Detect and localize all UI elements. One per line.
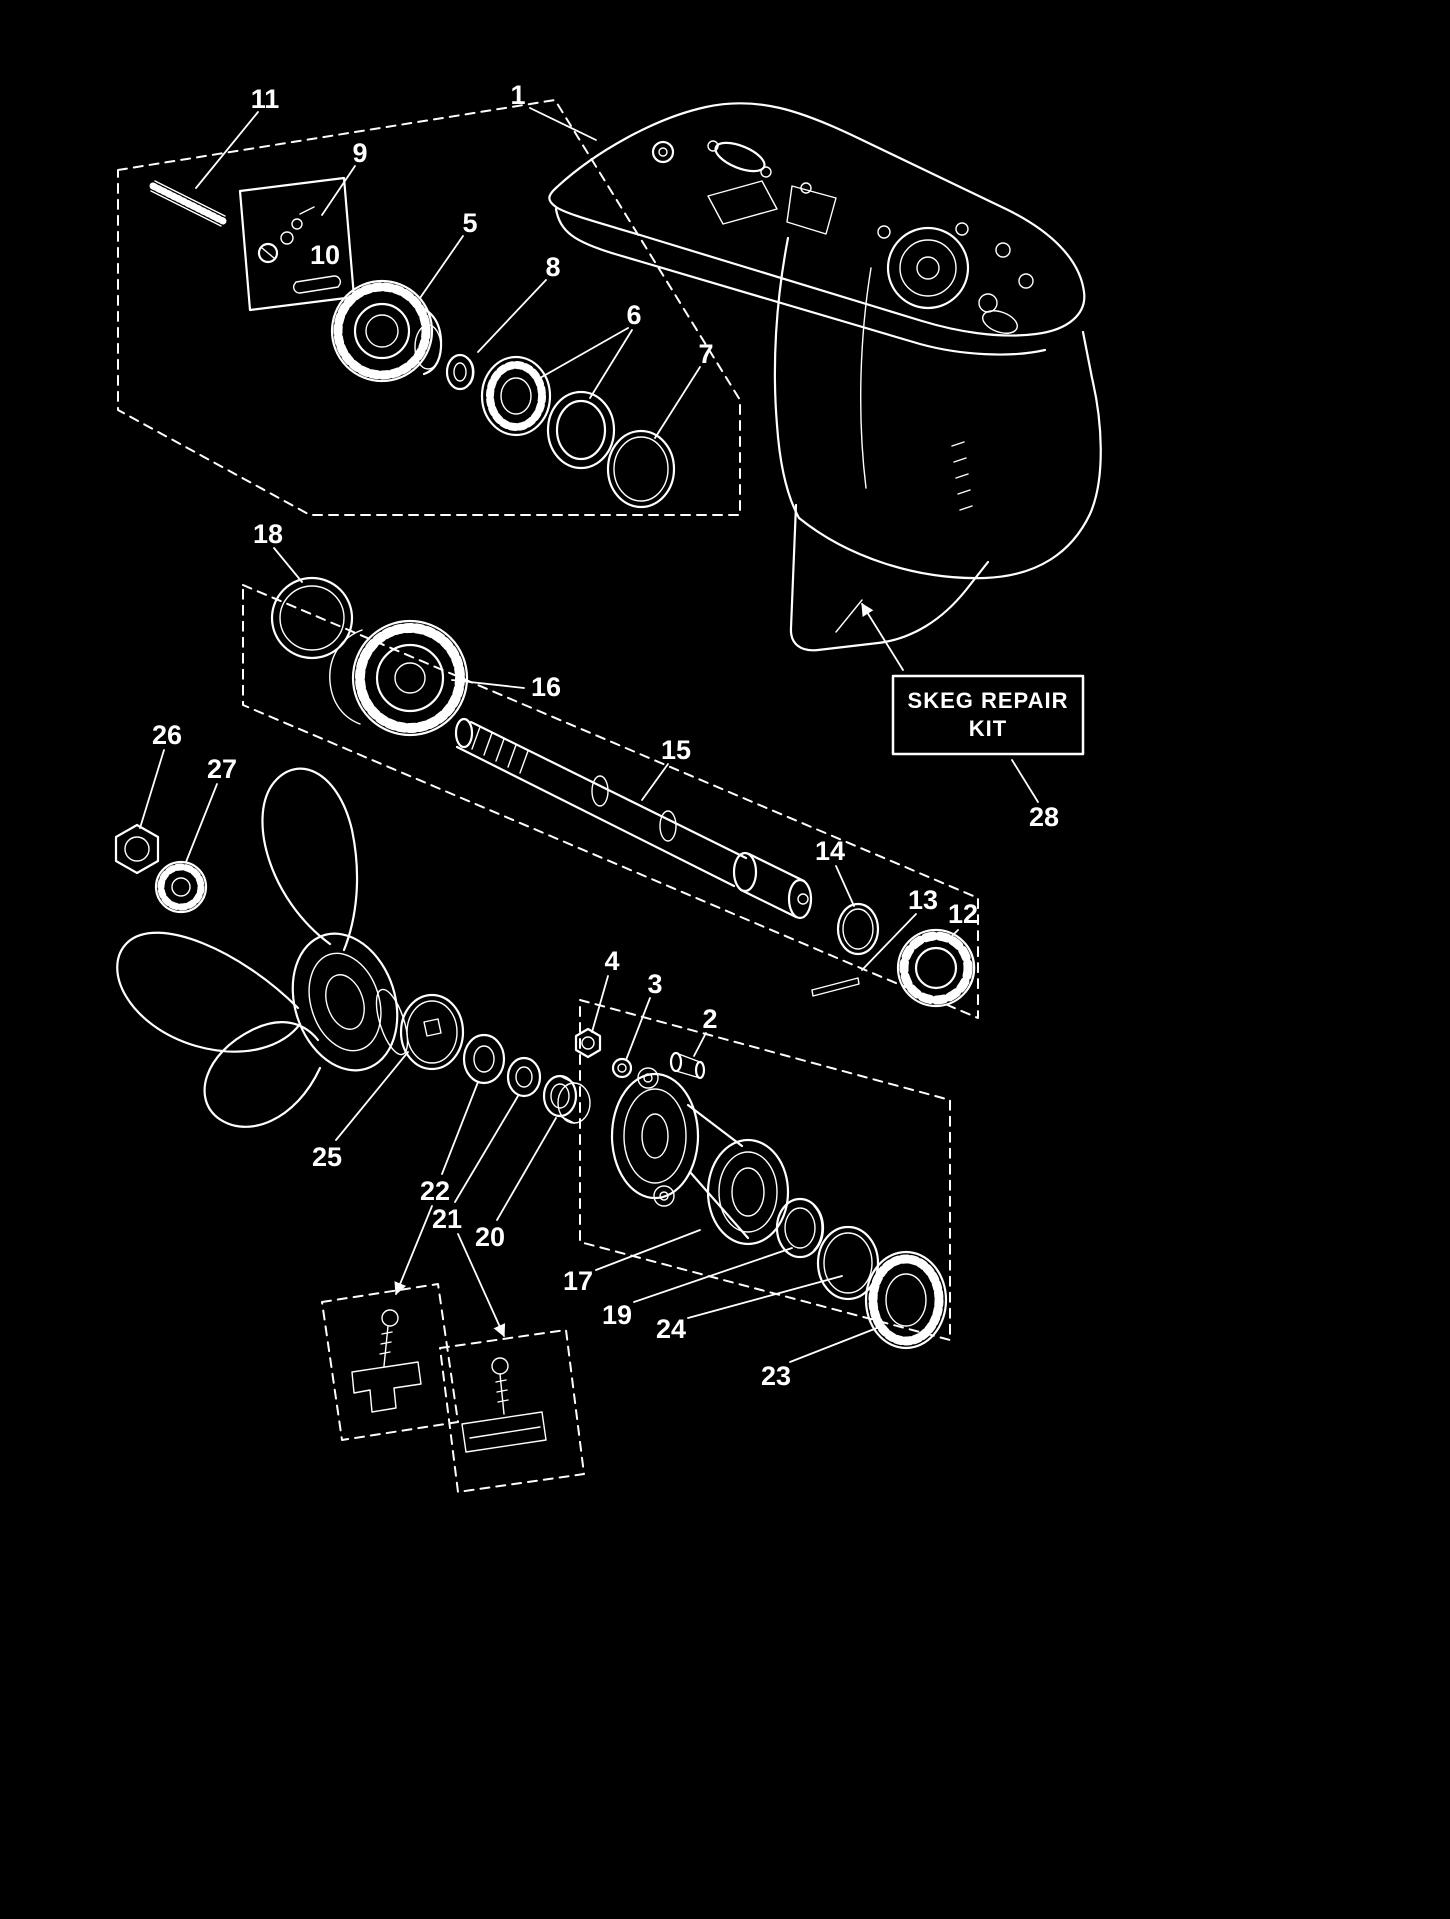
gearcase-housing-graphic <box>548 102 1102 652</box>
callout-20: 20 <box>475 1222 505 1252</box>
bearing-carrier-group-box <box>579 999 951 1341</box>
part-4-nut-graphic <box>574 1027 602 1059</box>
skeg-graphic <box>789 503 990 652</box>
propeller-group <box>114 767 409 1128</box>
part-22-washer-graphic <box>462 1033 506 1085</box>
water-intake-vents <box>951 441 973 511</box>
leader-lines <box>139 107 1039 1363</box>
callout-3: 3 <box>647 969 662 999</box>
part-27-tab-washer-graphic <box>154 860 208 914</box>
part-25-thrust-washer-graphic <box>399 993 465 1071</box>
propshaft-group-box <box>242 584 979 1019</box>
callout-5: 5 <box>462 208 477 238</box>
part-6-bearing-graphic <box>480 355 616 470</box>
callout-28: 28 <box>1029 802 1059 832</box>
part-19-bushing-graphic <box>775 1197 825 1259</box>
part-17-bearing-carrier-graphic <box>610 1067 790 1246</box>
part-2-fitting-graphic <box>669 1051 706 1080</box>
part-12-carrier-nut-graphic <box>896 928 976 1008</box>
part-8-spacer-graphic <box>445 353 475 391</box>
callout-12: 12 <box>948 899 978 929</box>
callout-26: 26 <box>152 720 182 750</box>
callout-27: 27 <box>207 754 237 784</box>
skeg-repair-kit-label: SKEG REPAIR KIT <box>908 688 1069 741</box>
anode-kits-graphic <box>351 1309 547 1453</box>
callout-19: 19 <box>602 1300 632 1330</box>
callout-16: 16 <box>531 672 561 702</box>
callout-17: 17 <box>563 1266 593 1296</box>
skeg-repair-kit-line1: SKEG REPAIR <box>908 688 1069 713</box>
callout-11: 11 <box>251 84 280 114</box>
part-7-oring-graphic <box>606 429 676 509</box>
callout-23: 23 <box>761 1361 791 1391</box>
callout-2: 2 <box>702 1004 717 1034</box>
part-18-oring-graphic <box>270 576 354 660</box>
anode-kit-box-b <box>439 1329 585 1493</box>
callout-1: 1 <box>510 80 525 110</box>
part-21-washer-graphic <box>506 1056 542 1098</box>
skeg-repair-kit <box>891 674 1085 756</box>
bearing-carrier-parts <box>399 993 948 1350</box>
callout-21: 21 <box>432 1204 462 1234</box>
part-16-forward-gear-graphic <box>329 619 469 737</box>
callout-24: 24 <box>656 1314 686 1344</box>
skeg-repair-kit-line2: KIT <box>969 716 1007 741</box>
part-5-gear-graphic <box>330 279 443 383</box>
callout-15: 15 <box>661 735 691 765</box>
part-15-propshaft-graphic <box>454 717 813 920</box>
part-14-oring-graphic <box>836 902 880 956</box>
anode-kit-box-a <box>321 1283 459 1441</box>
propshaft-parts <box>270 576 976 1008</box>
dashed-enclosures <box>117 99 979 1493</box>
part-24-oring-graphic <box>816 1225 880 1301</box>
callout-4: 4 <box>604 946 619 976</box>
callout-22: 22 <box>420 1176 450 1206</box>
callout-labels: 1 2 3 4 5 6 7 8 9 10 11 12 13 14 15 16 1… <box>152 80 1059 1391</box>
callout-13: 13 <box>908 885 938 915</box>
part-3-washer-graphic <box>611 1057 633 1079</box>
part-13-pin-graphic <box>811 977 860 997</box>
propeller-graphic <box>116 767 409 1128</box>
callout-25: 25 <box>312 1142 342 1172</box>
callout-6: 6 <box>626 300 641 330</box>
part-11-stud-graphic <box>149 180 227 227</box>
anode-kit-a-arrow <box>394 1205 433 1296</box>
skeg-repair-kit-box <box>891 674 1085 756</box>
part-10-clip-graphic <box>292 275 342 294</box>
driveshaft-group-box <box>117 99 741 516</box>
callout-8: 8 <box>545 252 560 282</box>
callout-9: 9 <box>352 138 367 168</box>
part-20-bushing-graphic <box>542 1074 591 1124</box>
part-26-prop-nut-graphic <box>114 823 160 875</box>
part-23-splined-ring-graphic <box>864 1250 948 1350</box>
driveshaft-parts <box>149 176 676 509</box>
callout-7: 7 <box>698 339 713 369</box>
callout-18: 18 <box>253 519 283 549</box>
callout-10: 10 <box>310 240 340 270</box>
callout-14: 14 <box>815 836 845 866</box>
skeg-kit-arrow <box>861 602 904 671</box>
anode-kit-b-arrow <box>457 1233 506 1338</box>
